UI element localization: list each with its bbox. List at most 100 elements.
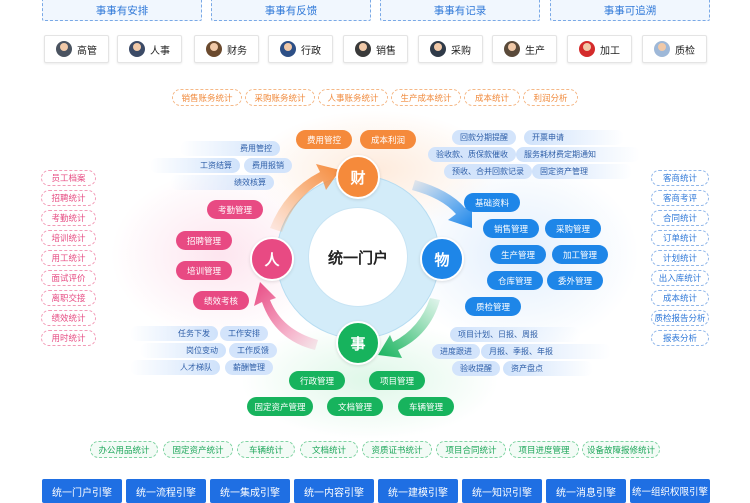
- material-stat[interactable]: 订单统计: [651, 230, 709, 246]
- affairs-node[interactable]: 事: [336, 321, 380, 365]
- role-quality[interactable]: 质检: [642, 35, 707, 63]
- material-stat[interactable]: 报表分析: [651, 330, 709, 346]
- hr-stat[interactable]: 招聘统计: [41, 190, 96, 206]
- finance-tag: 工资结算: [150, 158, 240, 173]
- material-stat[interactable]: 质检报告分析: [651, 310, 709, 326]
- affairs-tag: 月报、季报、年报: [481, 344, 611, 359]
- arrow-people-to-finance: [270, 164, 340, 232]
- material-stat[interactable]: 合同统计: [651, 210, 709, 226]
- affairs-tag: 资产盘点: [503, 361, 593, 376]
- role-label: 行政: [301, 45, 321, 57]
- arrow-finance-to-material: [412, 180, 472, 228]
- avatar-icon: [280, 41, 296, 57]
- engine-modeling[interactable]: 统一建模引擎: [378, 479, 458, 503]
- role-production[interactable]: 生产: [492, 35, 557, 63]
- material-stat[interactable]: 计划统计: [651, 250, 709, 266]
- finance-tag: 费用管控: [180, 141, 280, 156]
- finance-stat[interactable]: 成本统计: [464, 89, 520, 106]
- people-tag: 工作反馈: [229, 343, 277, 358]
- finance-stat[interactable]: 利润分析: [523, 89, 578, 106]
- finance-tag: 验收款、质保款催收: [428, 147, 516, 162]
- affairs-stat[interactable]: 设备故障报修统计: [582, 441, 660, 458]
- role-label: 销售: [376, 45, 396, 57]
- people-module[interactable]: 招聘管理: [176, 231, 232, 250]
- material-module[interactable]: 采购管理: [545, 219, 601, 238]
- people-tag: 人才梯队: [130, 360, 220, 375]
- hr-stat[interactable]: 用时统计: [41, 330, 96, 346]
- hr-stat[interactable]: 离职交接: [41, 290, 96, 306]
- affairs-stat[interactable]: 文档统计: [300, 441, 358, 458]
- engine-org-permission[interactable]: 统一组织权限引擎: [630, 479, 710, 503]
- finance-stat[interactable]: 人事账务统计: [318, 89, 388, 106]
- material-stat[interactable]: 客商统计: [651, 170, 709, 186]
- role-label: 财务: [227, 45, 247, 57]
- affairs-stat[interactable]: 资质证书统计: [362, 441, 432, 458]
- affairs-module[interactable]: 固定资产管理: [247, 397, 313, 416]
- finance-tag: 费用报销: [244, 158, 292, 173]
- material-stat[interactable]: 客商考评: [651, 190, 709, 206]
- finance-tag: 回款分期提醒: [452, 130, 516, 145]
- material-module[interactable]: 基础资料: [464, 193, 520, 212]
- material-module[interactable]: 加工管理: [552, 245, 608, 264]
- material-module[interactable]: 仓库管理: [487, 271, 543, 290]
- hr-stat[interactable]: 培训统计: [41, 230, 96, 246]
- banner-traceable: 事事可追溯: [550, 0, 710, 21]
- banner-arranged: 事事有安排: [42, 0, 202, 21]
- affairs-module[interactable]: 项目管理: [369, 371, 425, 390]
- engine-content[interactable]: 统一内容引擎: [294, 479, 374, 503]
- engine-knowledge[interactable]: 统一知识引擎: [462, 479, 542, 503]
- finance-node[interactable]: 财: [336, 155, 380, 199]
- affairs-module[interactable]: 车辆管理: [398, 397, 454, 416]
- affairs-tag: 项目计划、日报、周报: [450, 327, 580, 342]
- hr-stat[interactable]: 员工档案: [41, 170, 96, 186]
- arrow-material-to-affairs: [378, 298, 440, 358]
- affairs-stat[interactable]: 项目合同统计: [436, 441, 506, 458]
- affairs-stat[interactable]: 固定资产统计: [163, 441, 233, 458]
- material-module[interactable]: 生产管理: [490, 245, 546, 264]
- people-node[interactable]: 人: [250, 237, 294, 281]
- finance-stat[interactable]: 生产成本统计: [391, 89, 461, 106]
- role-processing[interactable]: 加工: [567, 35, 632, 63]
- banner-feedback: 事事有反馈: [211, 0, 371, 21]
- cycle-arrows: [254, 164, 472, 358]
- people-tag: 薪酬管理: [225, 360, 273, 375]
- material-node[interactable]: 物: [420, 237, 464, 281]
- role-label: 采购: [451, 45, 471, 57]
- people-module[interactable]: 绩效考核: [193, 291, 249, 310]
- finance-stat[interactable]: 销售账务统计: [172, 89, 242, 106]
- role-hr[interactable]: 人事: [117, 35, 182, 63]
- center-circle[interactable]: 统一门户: [308, 207, 408, 307]
- material-module[interactable]: 委外管理: [547, 271, 603, 290]
- finance-module[interactable]: 成本利润: [360, 130, 416, 149]
- material-module[interactable]: 质检管理: [465, 297, 521, 316]
- people-tag: 工作安排: [220, 326, 268, 341]
- role-purchasing[interactable]: 采购: [418, 35, 483, 63]
- hr-stat[interactable]: 用工统计: [41, 250, 96, 266]
- engine-workflow[interactable]: 统一流程引擎: [126, 479, 206, 503]
- role-label: 加工: [600, 45, 620, 57]
- people-module[interactable]: 考勤管理: [207, 200, 263, 219]
- affairs-stat[interactable]: 办公用品统计: [90, 441, 158, 458]
- engine-portal[interactable]: 统一门户引擎: [42, 479, 122, 503]
- finance-stat[interactable]: 采购账务统计: [245, 89, 315, 106]
- affairs-stat[interactable]: 车辆统计: [237, 441, 295, 458]
- hr-stat[interactable]: 绩效统计: [41, 310, 96, 326]
- engine-integration[interactable]: 统一集成引擎: [210, 479, 290, 503]
- material-stat[interactable]: 出入库统计: [651, 270, 709, 286]
- hr-stat[interactable]: 面试评价: [41, 270, 96, 286]
- material-module[interactable]: 销售管理: [483, 219, 539, 238]
- affairs-module[interactable]: 文档管理: [327, 397, 383, 416]
- finance-module[interactable]: 费用管控: [296, 130, 352, 149]
- avatar-icon: [654, 41, 670, 57]
- people-module[interactable]: 培训管理: [176, 261, 232, 280]
- engine-message[interactable]: 统一消息引擎: [546, 479, 626, 503]
- role-admin[interactable]: 行政: [268, 35, 333, 63]
- role-finance[interactable]: 财务: [194, 35, 259, 63]
- arrow-affairs-to-people: [254, 282, 318, 350]
- hr-stat[interactable]: 考勤统计: [41, 210, 96, 226]
- role-executive[interactable]: 高管: [44, 35, 109, 63]
- role-sales[interactable]: 销售: [343, 35, 408, 63]
- affairs-stat[interactable]: 项目进度管理: [509, 441, 579, 458]
- material-stat[interactable]: 成本统计: [651, 290, 709, 306]
- affairs-module[interactable]: 行政管理: [289, 371, 345, 390]
